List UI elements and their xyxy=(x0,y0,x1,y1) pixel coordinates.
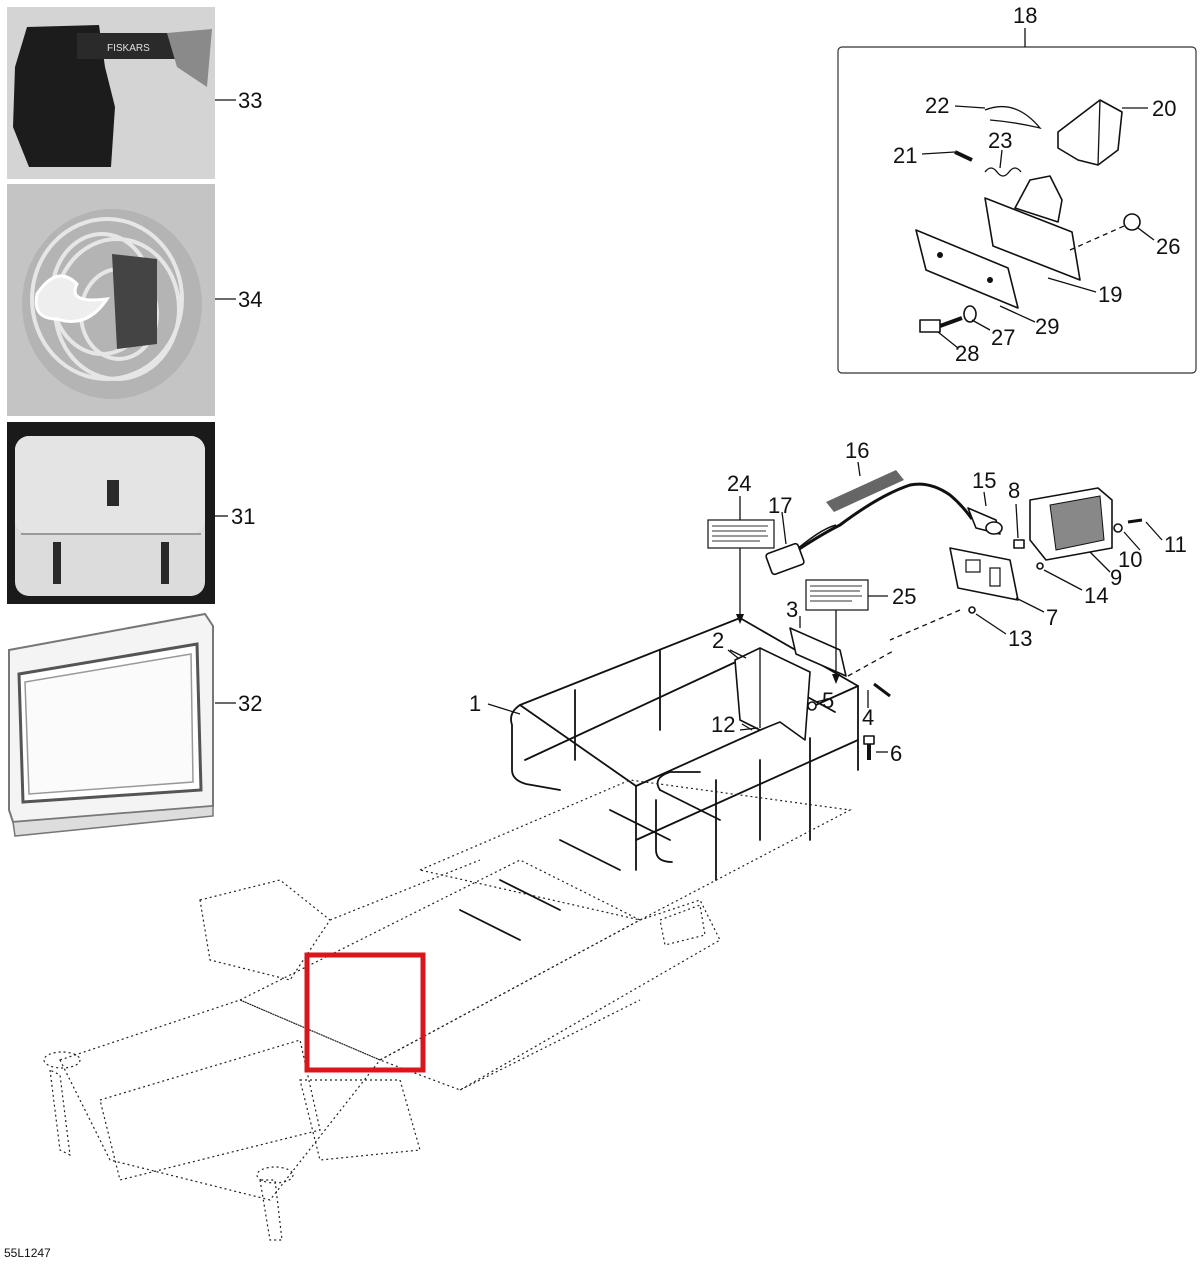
detail-inset-box xyxy=(837,46,1197,374)
callout-10: 10 xyxy=(1118,547,1142,572)
axe-brand-text: FISKARS xyxy=(107,43,150,54)
callout-7: 7 xyxy=(1046,605,1058,630)
callout-numbers: 33 34 31 32 18 22 20 23 21 26 19 29 27 2… xyxy=(231,3,1187,766)
callout-18: 18 xyxy=(1013,3,1037,28)
highlight-box xyxy=(304,952,426,1073)
label-24-decal xyxy=(707,519,775,549)
callout-15: 15 xyxy=(972,468,996,493)
callout-24: 24 xyxy=(727,471,751,496)
photo-rope xyxy=(7,184,215,416)
callout-20: 20 xyxy=(1152,96,1176,121)
light-harness xyxy=(765,461,1003,576)
warning-labels xyxy=(707,496,888,684)
callout-33: 33 xyxy=(238,88,262,113)
photo-axe: FISKARS xyxy=(7,7,215,179)
callout-31: 31 xyxy=(231,504,255,529)
callout-29: 29 xyxy=(1035,314,1059,339)
document-code: 55L1247 xyxy=(4,1246,51,1260)
callout-6: 6 xyxy=(890,741,902,766)
tail-light xyxy=(889,487,1163,641)
callout-5: 5 xyxy=(822,688,834,713)
leader-1 xyxy=(487,703,521,715)
callout-1: 1 xyxy=(469,691,481,716)
callout-22: 22 xyxy=(925,93,949,118)
callout-16: 16 xyxy=(845,438,869,463)
callout-11: 11 xyxy=(1164,532,1187,557)
callout-17: 17 xyxy=(768,493,792,518)
leader-12 xyxy=(741,723,753,731)
photo-windshield-frame xyxy=(7,610,215,840)
callout-23: 23 xyxy=(988,128,1012,153)
callout-19: 19 xyxy=(1098,282,1122,307)
callout-27: 27 xyxy=(991,325,1015,350)
callout-8: 8 xyxy=(1008,478,1020,503)
callout-12: 12 xyxy=(711,712,735,737)
mount-bracket xyxy=(729,616,896,760)
callout-13: 13 xyxy=(1008,626,1032,651)
callout-34: 34 xyxy=(238,287,262,312)
callout-26: 26 xyxy=(1156,234,1180,259)
photo-cargo-box xyxy=(7,422,215,604)
callout-14: 14 xyxy=(1084,583,1108,608)
inset-hardware xyxy=(915,99,1155,349)
callout-3: 3 xyxy=(786,597,798,622)
label-25-decal xyxy=(805,579,869,611)
vehicle-frame xyxy=(43,859,721,1241)
callout-4: 4 xyxy=(862,705,874,730)
callout-21: 21 xyxy=(893,143,917,168)
callout-2: 2 xyxy=(712,628,724,653)
callout-28: 28 xyxy=(955,341,979,366)
callout-25: 25 xyxy=(892,584,916,609)
callout-9: 9 xyxy=(1110,565,1122,590)
callout-32: 32 xyxy=(238,691,262,716)
leader-2 xyxy=(727,649,739,659)
